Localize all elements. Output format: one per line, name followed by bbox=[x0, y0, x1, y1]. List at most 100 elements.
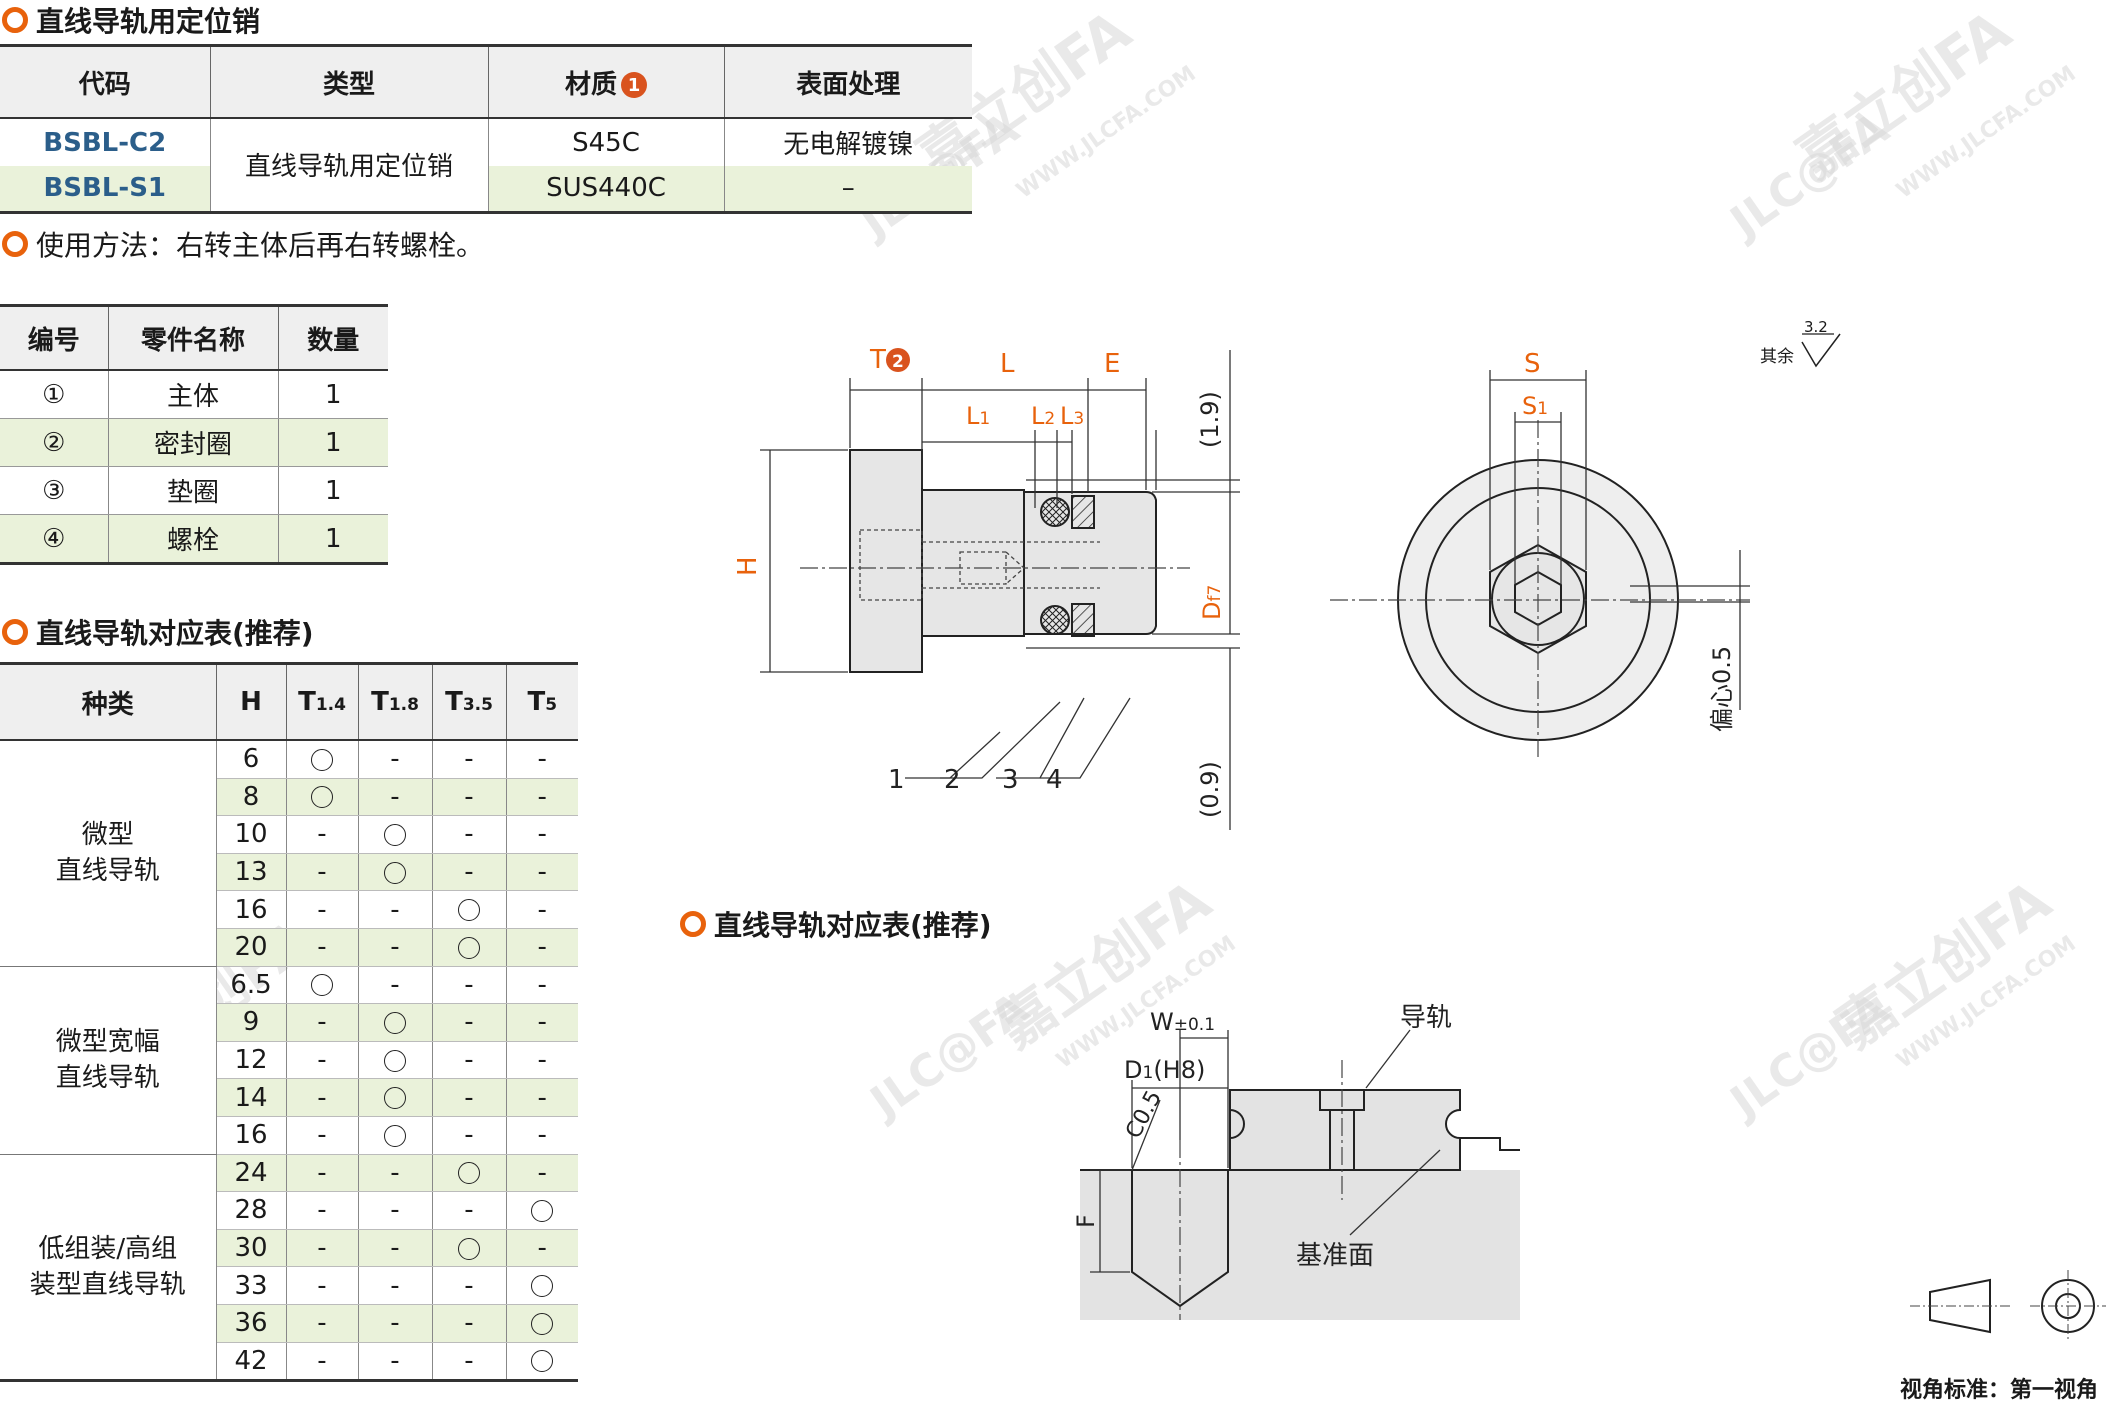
seal-ring-top bbox=[1040, 497, 1070, 527]
rail-fit-cell: - bbox=[358, 1266, 433, 1305]
projection-cone-icon bbox=[1929, 1278, 1991, 1334]
rail-fit-cell bbox=[432, 928, 507, 967]
rail-fit-cell: - bbox=[358, 928, 433, 967]
header-surface: 表面处理 bbox=[724, 45, 972, 119]
rail-fit-cell: - bbox=[286, 1078, 359, 1117]
rail-row: 14--- bbox=[0, 1078, 578, 1117]
rail-fit-cell: - bbox=[432, 1116, 507, 1155]
rail-fit-cell: - bbox=[432, 1342, 507, 1382]
rail-h-cell: 13 bbox=[216, 853, 287, 892]
fit-circle-icon bbox=[311, 974, 333, 997]
watermark-logo: JLC@FA bbox=[1721, 103, 1899, 248]
rail-h-cell: 8 bbox=[216, 778, 287, 817]
watermark-site: WWW.JLCFA.COM bbox=[1892, 61, 2081, 204]
dim-09-label: (0.9) bbox=[1196, 761, 1224, 818]
washer-bottom bbox=[1071, 603, 1095, 637]
fit-circle-icon bbox=[311, 786, 333, 809]
rail-fit-cell: - bbox=[432, 1191, 507, 1230]
header-t14: T1.4 bbox=[286, 663, 359, 741]
part-name: 主体 bbox=[108, 370, 279, 419]
header-part-name: 零件名称 bbox=[108, 305, 279, 371]
dim-s1-label: S1 bbox=[1522, 392, 1548, 420]
bullet-ring-icon bbox=[2, 619, 28, 645]
code-cell: BSBL-C2 bbox=[0, 118, 211, 166]
code-cell: BSBL-S1 bbox=[0, 166, 211, 212]
rail-fit-cell bbox=[286, 966, 359, 1005]
eccentric-label: 偏心0.5 bbox=[1708, 646, 1736, 732]
rail-fit-cell bbox=[358, 1116, 433, 1155]
rail-fit-cell bbox=[432, 890, 507, 929]
rail-fit-cell: - bbox=[286, 815, 359, 854]
callout-4: 4 bbox=[1046, 765, 1063, 795]
fit-circle-icon bbox=[531, 1350, 554, 1373]
rail-fit-cell: - bbox=[286, 1154, 359, 1193]
rail-row: 12--- bbox=[0, 1041, 578, 1080]
header-no: 编号 bbox=[0, 305, 109, 371]
part-qty: 1 bbox=[278, 370, 388, 419]
rail-row: 28--- bbox=[0, 1191, 578, 1230]
install-drawing: W±0.1 D1(H8) C0.5 F 导轨 基准面 bbox=[1072, 1003, 1520, 1320]
rail-kind-line: 直线导轨 bbox=[55, 856, 160, 887]
rail-fit-cell bbox=[358, 815, 433, 854]
header-type: 类型 bbox=[210, 45, 489, 119]
fit-circle-icon bbox=[458, 1237, 480, 1260]
rail-h-cell: 42 bbox=[216, 1342, 287, 1382]
dim-l3-label: L3 bbox=[1060, 402, 1084, 430]
projection-symbol bbox=[1910, 1270, 2106, 1342]
rail-row: 16--- bbox=[0, 1116, 578, 1155]
header-t-letter: T bbox=[298, 687, 316, 717]
rail-fit-cell: - bbox=[286, 1116, 359, 1155]
dim-l1-label: L1 bbox=[966, 402, 990, 430]
fit-circle-icon bbox=[384, 1011, 406, 1034]
pin-end-view: S S1 偏心0.5 bbox=[1330, 349, 1750, 760]
rail-fit-cell: - bbox=[432, 740, 507, 779]
projection-label: 视角标准：第一视角 bbox=[1900, 1378, 2099, 1403]
pin-head bbox=[849, 449, 923, 673]
part-no: ② bbox=[0, 418, 109, 467]
watermark-logo: JLC@FA bbox=[1721, 983, 1899, 1128]
rail-fit-cell: - bbox=[506, 1154, 578, 1193]
callout-1: 1 bbox=[888, 765, 905, 795]
rail-fit-cell: - bbox=[358, 1191, 433, 1230]
rail-fit-cell bbox=[432, 1229, 507, 1268]
dim-w-label: W±0.1 bbox=[1150, 1008, 1215, 1036]
rail-fit-cell bbox=[358, 1041, 433, 1080]
watermark-logo: JLC@FA bbox=[861, 983, 1039, 1128]
rail-fit-cell bbox=[358, 853, 433, 892]
fit-circle-icon bbox=[384, 861, 406, 884]
rail-fit-cell: - bbox=[432, 1003, 507, 1042]
header-t-letter: T bbox=[445, 687, 463, 717]
dim-t-label: T bbox=[869, 345, 886, 375]
header-qty: 数量 bbox=[278, 305, 388, 371]
surface-finish-mark: 其余 3.2 bbox=[1760, 318, 1841, 368]
rail-fit-cell bbox=[358, 1078, 433, 1117]
rail-fit-cell: - bbox=[286, 1342, 359, 1382]
rail-h-cell: 16 bbox=[216, 1116, 287, 1155]
rail-fit-cell: - bbox=[286, 928, 359, 967]
header-h: H bbox=[216, 663, 287, 741]
dim-h-label: H bbox=[733, 556, 763, 576]
rail-fit-cell: - bbox=[506, 853, 578, 892]
rail-kind-cell: 微型宽幅直线导轨 bbox=[0, 966, 217, 1155]
rail-fit-cell: - bbox=[506, 1116, 578, 1155]
note-badge-2: 2 bbox=[892, 352, 904, 372]
rail-fit-cell: - bbox=[358, 1342, 433, 1382]
dim-d-label: Df7 bbox=[1198, 585, 1226, 620]
usage-note: 使用方法：右转主体后再右转螺栓。 bbox=[2, 224, 484, 264]
rail-fit-cell: - bbox=[506, 928, 578, 967]
header-t-sub: 5 bbox=[545, 695, 558, 715]
rail-h-cell: 30 bbox=[216, 1229, 287, 1268]
rail-fit-cell: - bbox=[506, 778, 578, 817]
rail-fit-cell: - bbox=[286, 890, 359, 929]
surface-cell: 无电解镀镍 bbox=[783, 130, 914, 160]
rail-kind-cell: 低组装/高组装型直线导轨 bbox=[0, 1154, 217, 1382]
rail-fit-cell: - bbox=[432, 966, 507, 1005]
part-no: ③ bbox=[0, 466, 109, 515]
rail-fit-cell: - bbox=[432, 1304, 507, 1343]
rail-fit-cell: - bbox=[506, 1078, 578, 1117]
bullet-ring-icon bbox=[2, 231, 28, 257]
